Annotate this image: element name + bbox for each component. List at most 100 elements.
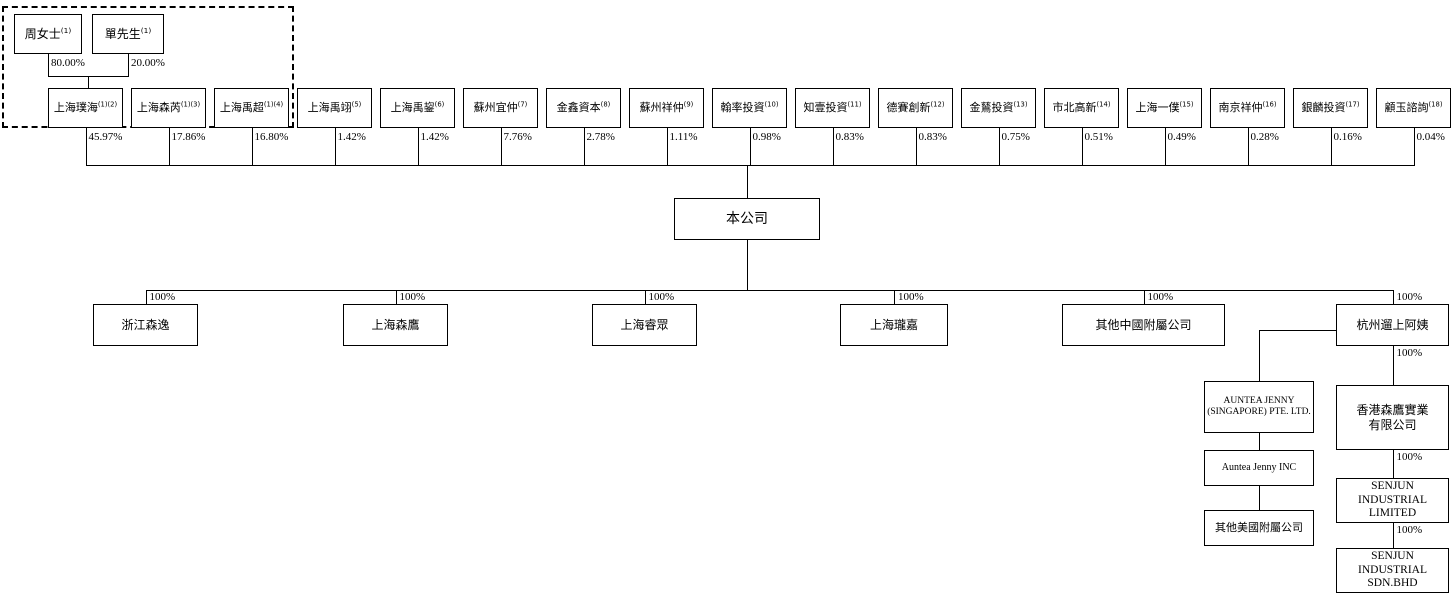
box-label: 金鑫資本(8) [556,99,611,114]
subsidiary-drop-3 [644,290,646,304]
shareholder-drop-13 [1081,128,1083,165]
footnote-ref: (1)(2) [97,99,118,108]
overseas-chain-box-2[interactable]: Auntea Jenny INC [1204,450,1314,486]
subsidiaries-bus [145,290,1394,291]
hangzhou-to-overseas-elbow [1259,330,1336,331]
shareholder-drop-6 [500,128,502,165]
overseas-link-2 [1259,433,1260,450]
shareholder-drop-9 [749,128,751,165]
footnote-ref: (1)(3) [180,99,201,108]
box-label: 周女士(1) [24,25,72,41]
box-label: Auntea Jenny INC [1221,462,1297,474]
shareholder-box-16[interactable]: 銀麟投資(17) [1293,88,1368,128]
subsidiary-box-1[interactable]: 浙江森逸 [93,304,198,346]
shareholder-box-6[interactable]: 蘇州宜仲(7) [463,88,538,128]
shareholder-drop-12 [998,128,1000,165]
shareholder-box-11[interactable]: 德賽創新(12) [878,88,953,128]
subsidiary-drop-4 [894,290,895,304]
shareholder-box-7[interactable]: 金鑫資本(8) [546,88,621,128]
individual-box-2[interactable]: 單先生(1) [92,14,164,54]
pct-hk-3: 100% [1396,524,1423,536]
box-label: 銀麟投資(17) [1301,99,1360,114]
footnote-ref: (7) [517,99,528,108]
pct-hk-2: 100% [1396,451,1423,463]
pct-shareholder-13: 0.51% [1084,131,1113,143]
footnote-ref: (10) [764,99,779,108]
subsidiary-box-4[interactable]: 上海瓏嘉 [840,304,948,346]
pct-shareholder-3: 16.80% [254,131,289,143]
subsidiary-box-2[interactable]: 上海森鷹 [343,304,448,346]
pct-shareholder-5: 1.42% [420,131,449,143]
shareholder-drop-3 [251,128,253,165]
footnote-ref: (13) [1013,99,1028,108]
pct-shareholder-9: 0.98% [752,131,781,143]
individual-box-1[interactable]: 周女士(1) [14,14,82,54]
box-label: 上海璞海(1)(2) [53,99,118,114]
shareholder-drop-7 [583,128,585,165]
subsidiary-box-5[interactable]: 其他中國附屬公司 [1062,304,1225,346]
pct-subsidiary-1: 100% [149,291,176,303]
box-label: 德賽創新(12) [886,99,945,114]
shareholder-box-3[interactable]: 上海禹超(1)(4) [214,88,289,128]
company-box[interactable]: 本公司 [674,198,820,240]
footnote-ref: (1) [140,25,152,35]
hk-chain-box-1[interactable]: 香港森鷹實業有限公司 [1336,385,1449,450]
shareholder-box-8[interactable]: 蘇州祥仲(9) [629,88,704,128]
shareholder-box-12[interactable]: 金鶿投資(13) [961,88,1036,128]
pct-hk-1: 100% [1396,347,1423,359]
shareholder-drop-4 [334,128,336,165]
shareholder-drop-5 [417,128,419,165]
footnote-ref: (18) [1428,99,1443,108]
hk-link-3 [1392,523,1394,548]
hk-link-1 [1392,346,1394,385]
group-to-puhai [88,76,89,88]
shareholder-box-10[interactable]: 知壹投資(11) [795,88,870,128]
box-label: 蘇州宜仲(7) [473,99,528,114]
box-label: 上海森芮(1)(3) [136,99,201,114]
pct-individual-1: 80.00% [51,57,85,69]
box-label: 上海瓏嘉 [869,317,918,332]
shareholders-bus [85,165,1415,166]
subsidiary-box-6[interactable]: 杭州遛上阿姨 [1336,304,1449,346]
box-label: 蘇州祥仲(9) [639,99,694,114]
footnote-ref: (17) [1345,99,1360,108]
footnote-ref: (15) [1179,99,1194,108]
box-label: 市北高新(14) [1052,99,1111,114]
pct-shareholder-2: 17.86% [171,131,206,143]
subsidiary-drop-1 [145,290,147,304]
shareholder-box-17[interactable]: 顧玉諮詢(18) [1376,88,1451,128]
overseas-chain-box-1[interactable]: AUNTEA JENNY(SINGAPORE) PTE. LTD. [1204,381,1314,433]
shareholder-drop-17 [1413,128,1415,165]
box-label: 本公司 [726,210,768,227]
shareholder-drop-16 [1330,128,1332,165]
pct-shareholder-11: 0.83% [918,131,947,143]
shareholder-box-4[interactable]: 上海禹翊(5) [297,88,372,128]
bus-to-company [747,165,748,198]
box-label: 其他美國附屬公司 [1215,520,1303,534]
shareholder-drop-8 [666,128,668,165]
pct-shareholder-6: 7.76% [503,131,532,143]
shareholder-box-1[interactable]: 上海璞海(1)(2) [48,88,123,128]
shareholder-box-9[interactable]: 翰率投資(10) [712,88,787,128]
shareholder-box-13[interactable]: 市北高新(14) [1044,88,1119,128]
shareholder-box-14[interactable]: 上海一僕(15) [1127,88,1202,128]
box-label: 其他中國附屬公司 [1095,317,1192,332]
shareholder-box-15[interactable]: 南京祥仲(16) [1210,88,1285,128]
footnote-ref: (8) [600,99,611,108]
shareholder-drop-14 [1164,128,1166,165]
overseas-chain-box-3[interactable]: 其他美國附屬公司 [1204,510,1314,546]
pct-subsidiary-6: 100% [1396,291,1423,303]
shareholder-box-5[interactable]: 上海禹鋆(6) [380,88,455,128]
pct-shareholder-17: 0.04% [1416,131,1445,143]
pct-individual-2: 20.00% [131,57,165,69]
overseas-link-1 [1259,330,1260,381]
footnote-ref: (16) [1262,99,1277,108]
shareholder-box-2[interactable]: 上海森芮(1)(3) [131,88,206,128]
subsidiary-box-3[interactable]: 上海睿眾 [592,304,697,346]
box-label: 上海睿眾 [620,317,669,332]
